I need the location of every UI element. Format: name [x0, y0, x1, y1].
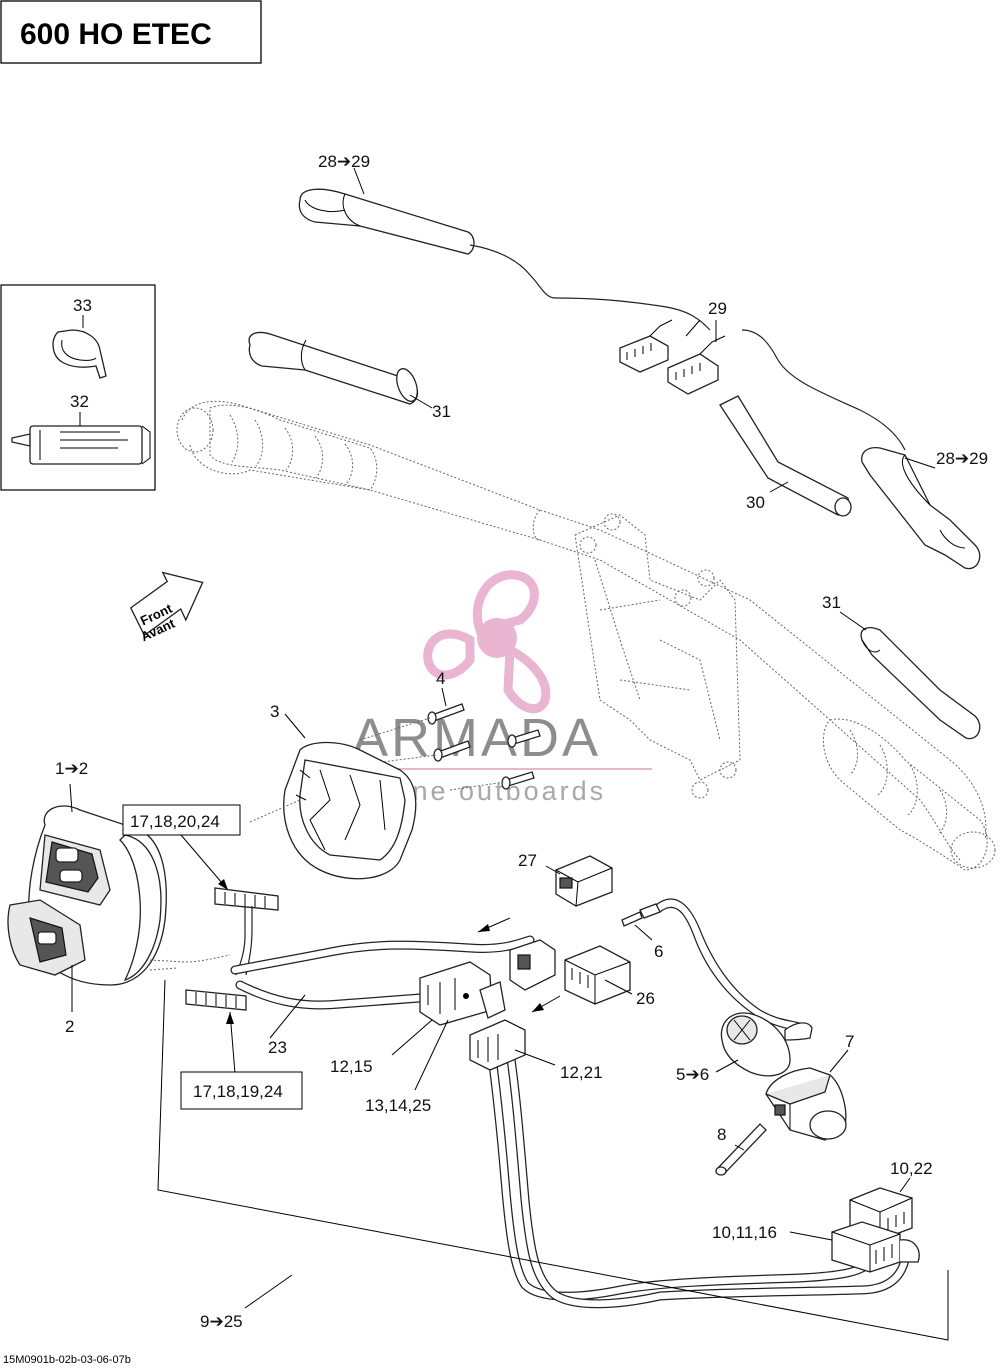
heated-grip-left: [298, 167, 906, 451]
callout-1-2: 1➔2: [55, 759, 88, 778]
watermark-brand: ARMADA: [352, 708, 601, 768]
callout-31-top: 31: [432, 402, 451, 421]
label-box-17-18-20-24: [122, 804, 241, 891]
harness-part-23: [230, 935, 910, 1309]
callout-31-right: 31: [822, 593, 841, 612]
diagram-title: 600 HO ETEC: [20, 18, 212, 51]
grip-sleeve-right: [839, 611, 981, 740]
callout-10-22: 10,22: [890, 1159, 933, 1178]
inset-box: [0, 284, 156, 491]
bracket-9-25: [157, 979, 949, 1341]
key-part-5: [715, 1012, 813, 1077]
grip-sleeve-left: [248, 331, 433, 409]
clip-part-33: [52, 329, 107, 379]
pin-part-8: [715, 1123, 767, 1176]
callout-7: 7: [845, 1032, 854, 1051]
screws-part-4: [359, 687, 541, 791]
connector-cluster: [391, 917, 561, 1091]
connector-29a: [619, 319, 673, 373]
callout-2: 2: [65, 1017, 74, 1036]
switch-housing-part-1: [7, 783, 231, 1012]
callout-12-15: 12,15: [330, 1057, 373, 1076]
callout-9-25: 9➔25: [200, 1312, 243, 1331]
callout-13-14-25: 13,14,25: [365, 1096, 431, 1115]
callout-3: 3: [270, 702, 279, 721]
callout-12-21: 12,21: [560, 1063, 603, 1082]
callout-5-6: 5➔6: [676, 1065, 709, 1084]
heated-grip-right: [861, 446, 981, 570]
watermark-logo: ARMADA marine outboards: [348, 570, 652, 806]
tube-part-32: [11, 425, 151, 465]
callout-8: 8: [717, 1125, 726, 1144]
callouts: 28➔29 29 28➔29 30 31 31 33 32 4 3 1➔2 2 …: [55, 152, 988, 1331]
connector-10-11-16: [789, 1221, 920, 1273]
bar-part-30: [719, 395, 852, 517]
label-box-17-18-19-24: [180, 1071, 303, 1110]
callout-30: 30: [746, 493, 765, 512]
callout-27: 27: [518, 851, 537, 870]
handlebar-ghost: [176, 400, 996, 871]
callout-6: 6: [654, 942, 663, 961]
figure-reference: 15M0901b-02b-03-06-07b: [3, 1354, 131, 1366]
connector-29b: [667, 335, 726, 395]
callout-29: 29: [708, 299, 727, 318]
callout-28-29-right: 28➔29: [936, 449, 988, 468]
callout-26: 26: [636, 989, 655, 1008]
switch-part-7: [765, 1049, 849, 1141]
connector-26: [564, 945, 633, 1005]
callout-23: 23: [268, 1038, 287, 1057]
callout-17-18-19-24: 17,18,19,24: [193, 1082, 283, 1101]
connector-19: [185, 989, 247, 1099]
pin-part-6: [621, 898, 806, 1033]
callout-10-11-16: 10,11,16: [712, 1223, 777, 1242]
housing-part-3: [249, 713, 417, 880]
callout-4: 4: [436, 669, 445, 688]
front-arrow: Front Avant: [129, 571, 204, 644]
callout-17-18-20-24: 17,18,20,24: [130, 812, 220, 831]
callout-32: 32: [70, 392, 89, 411]
callout-28-29-top: 28➔29: [318, 152, 370, 171]
connector-27: [545, 855, 613, 907]
callout-33: 33: [73, 296, 92, 315]
title-box: 600 HO ETEC: [0, 0, 262, 64]
